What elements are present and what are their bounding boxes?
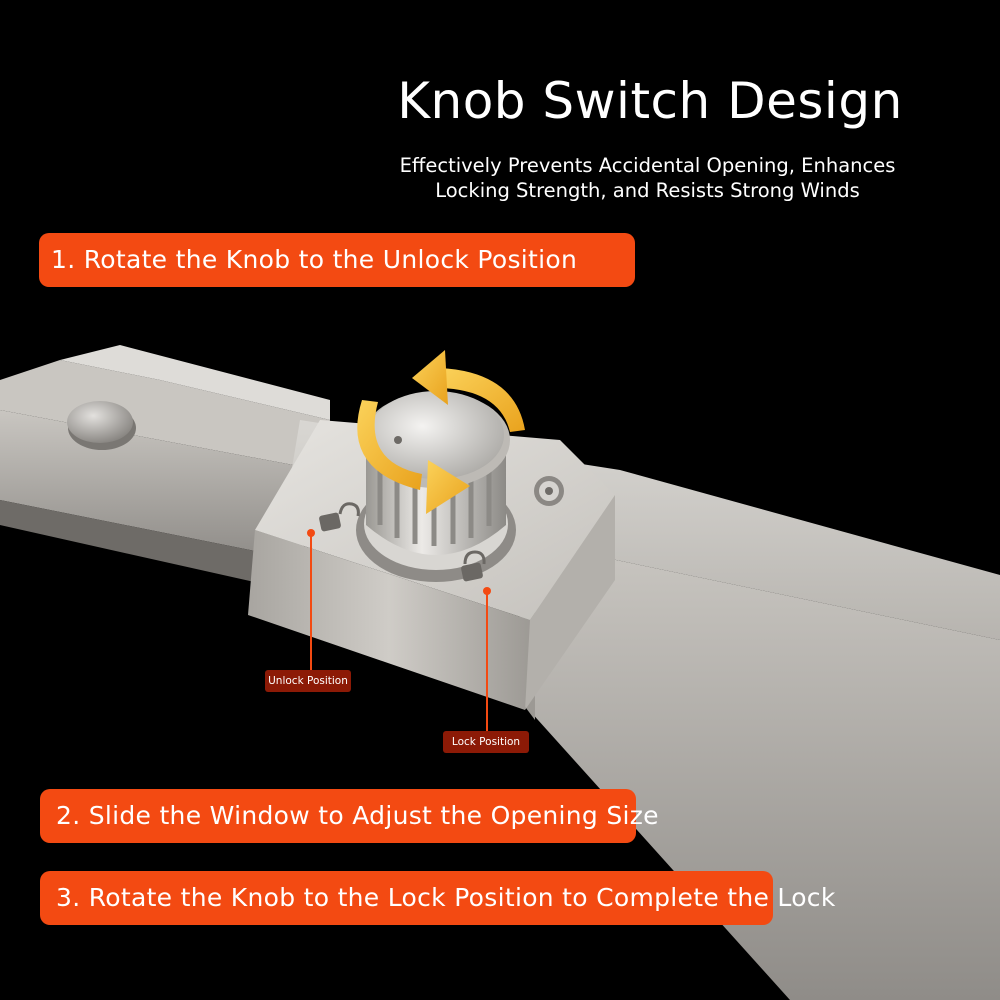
subtitle-line-2: Locking Strength, and Resists Strong Win… bbox=[435, 179, 860, 202]
lock-padlock-icon bbox=[461, 550, 486, 582]
rotate-arrows-icon bbox=[357, 350, 525, 514]
step-1-banner: 1. Rotate the Knob to the Unlock Positio… bbox=[39, 233, 635, 287]
unlock-leader-line bbox=[307, 529, 315, 672]
step-3-banner: 3. Rotate the Knob to the Lock Position … bbox=[40, 871, 835, 925]
page-title: Knob Switch Design bbox=[397, 72, 903, 130]
subtitle-line-1: Effectively Prevents Accidental Opening,… bbox=[399, 154, 896, 177]
page-subtitle: Effectively Prevents Accidental Opening,… bbox=[350, 153, 945, 203]
rivet bbox=[67, 401, 133, 443]
left-track bbox=[0, 345, 330, 590]
unlock-padlock-icon bbox=[319, 502, 360, 532]
unlock-position-label: Unlock Position bbox=[265, 670, 351, 692]
lock-position-label: Lock Position bbox=[443, 731, 529, 753]
lock-leader-line bbox=[483, 587, 491, 733]
step-2-banner: 2. Slide the Window to Adjust the Openin… bbox=[40, 789, 659, 843]
